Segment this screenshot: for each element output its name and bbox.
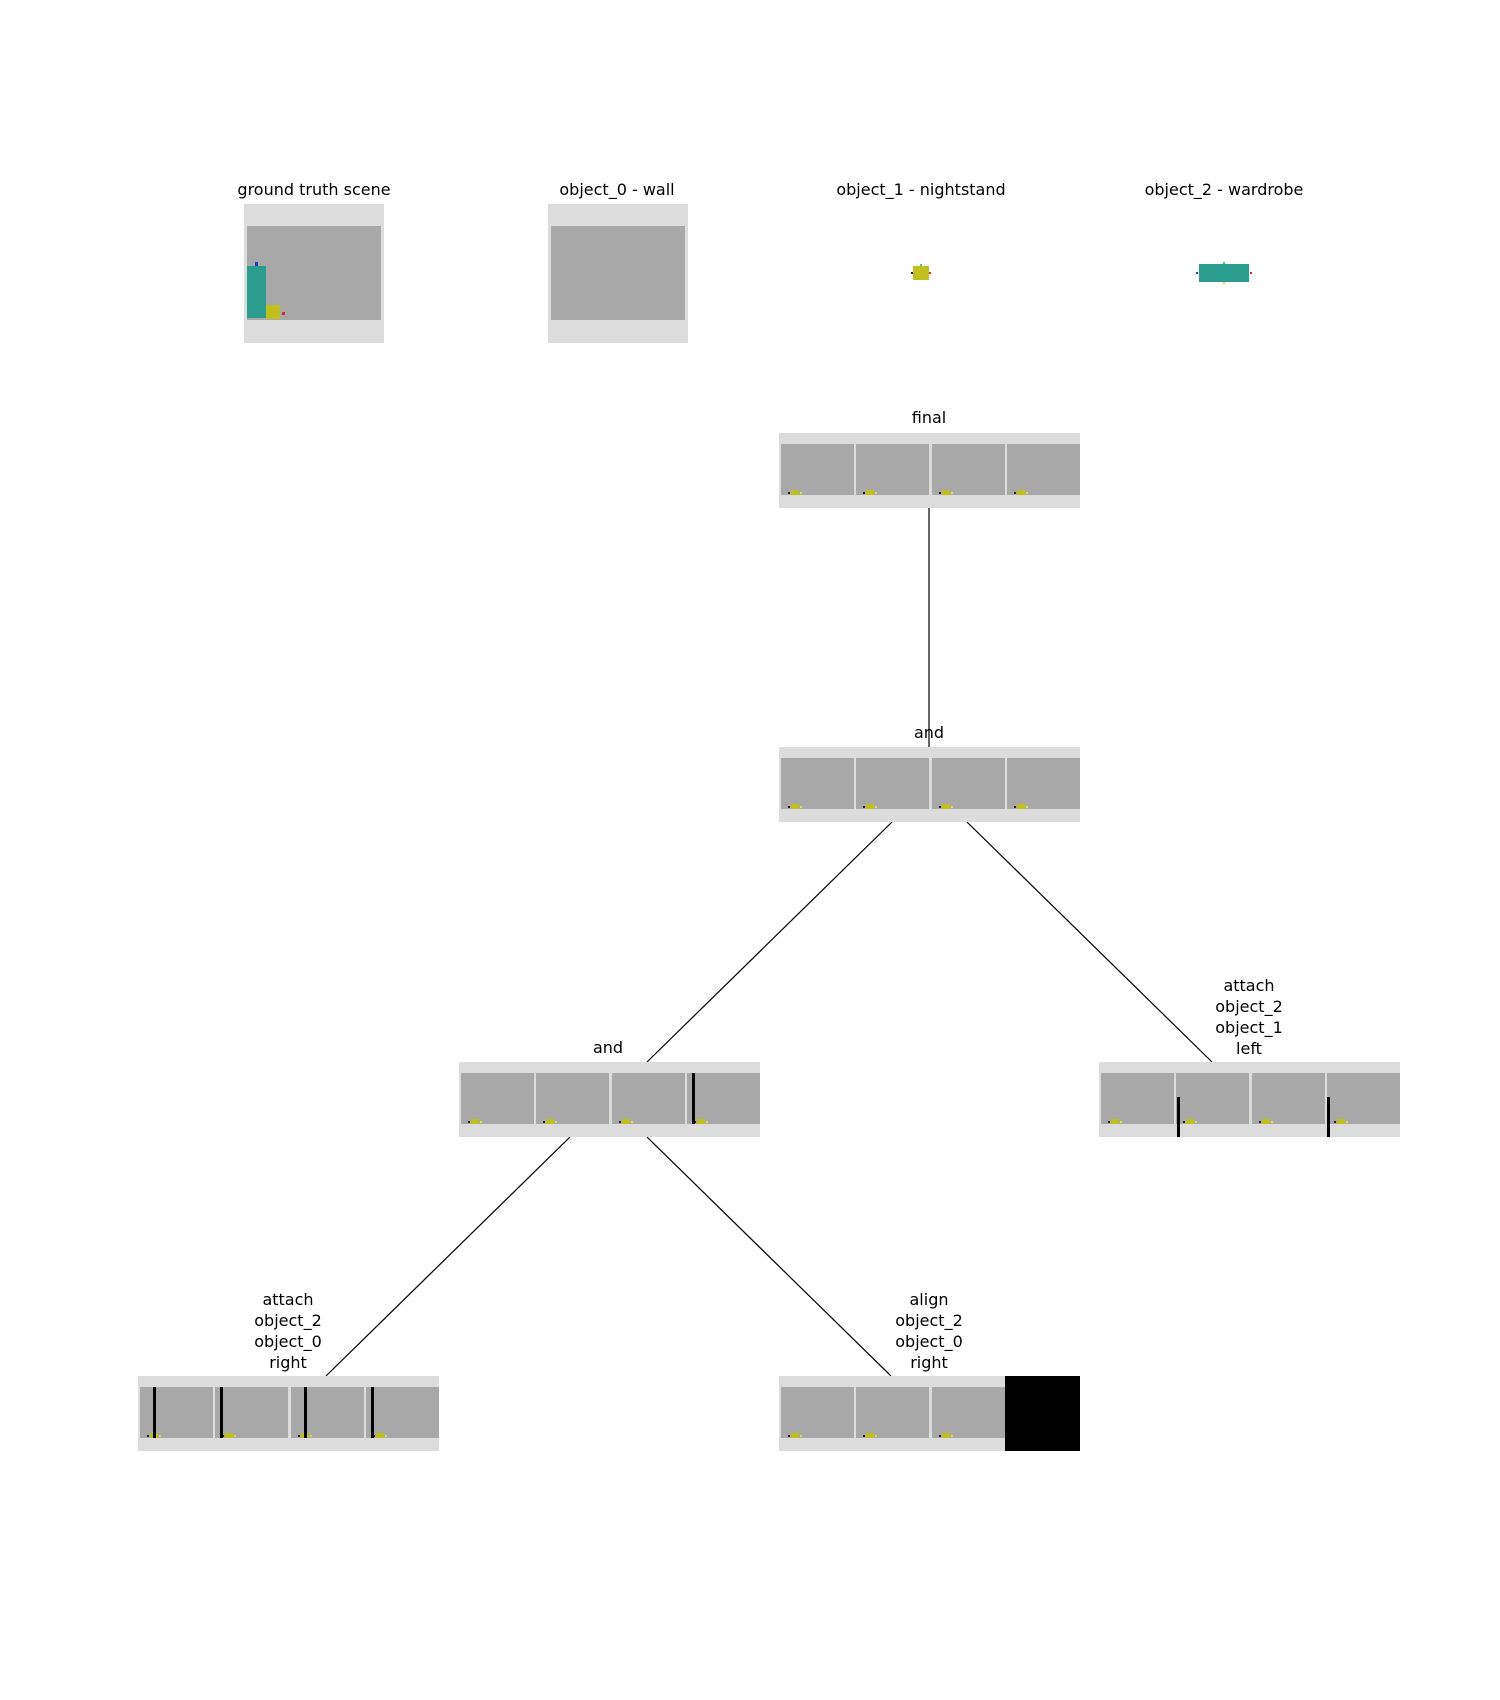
nightstand-marker xyxy=(863,1433,877,1438)
wardrobe-edge-line xyxy=(304,1387,307,1438)
nightstand-marker xyxy=(1014,490,1028,495)
nightstand-marker xyxy=(694,1119,708,1124)
invalid-result-cell xyxy=(1005,1376,1080,1451)
scene-thumbnail xyxy=(856,758,929,809)
attach-right-node-panel xyxy=(1099,1062,1400,1137)
scene-thumbnail xyxy=(612,1073,685,1124)
nightstand-icon xyxy=(911,264,931,280)
align-bottom-node-title: align object_2 object_0 right xyxy=(895,1290,963,1372)
nightstand-marker xyxy=(788,1433,802,1438)
and-left-node-title: and xyxy=(592,1038,624,1057)
nightstand-marker xyxy=(788,490,802,495)
scene-thumbnail xyxy=(687,1073,760,1124)
nightstand-marker xyxy=(939,804,953,809)
scene-thumbnail xyxy=(932,758,1005,809)
scene-thumbnail xyxy=(932,444,1005,495)
nightstand-marker xyxy=(939,1433,953,1438)
nightstand-marker xyxy=(1259,1119,1273,1124)
nightstand-marker xyxy=(373,1433,387,1438)
scene-thumbnail xyxy=(1101,1073,1174,1124)
scene-thumbnail xyxy=(291,1387,364,1438)
scene-thumbnail xyxy=(215,1387,288,1438)
edge-and-andleft xyxy=(646,821,893,1063)
and-left-node-panel xyxy=(459,1062,760,1137)
scene-thumbnail xyxy=(1176,1073,1249,1124)
nightstand-marker xyxy=(1334,1119,1348,1124)
scene-thumbnail xyxy=(932,1387,1005,1438)
scene-thumbnail xyxy=(856,1387,929,1438)
edge-andleft-alignbottom xyxy=(646,1136,892,1377)
object-0-title: object_0 - wall xyxy=(559,180,675,199)
nightstand-marker xyxy=(788,804,802,809)
object-2-title: object_2 - wardrobe xyxy=(1144,180,1304,199)
scene-thumbnail xyxy=(1327,1073,1400,1124)
scene-thumbnail xyxy=(781,758,854,809)
wall-shape xyxy=(551,226,685,320)
and-top-node-panel xyxy=(779,747,1080,822)
nightstand-marker xyxy=(939,490,953,495)
ground-truth-title: ground truth scene xyxy=(237,180,391,199)
object-1-title: object_1 - nightstand xyxy=(836,180,1006,199)
final-node-title: final xyxy=(911,408,947,427)
wardrobe-edge-line xyxy=(1327,1097,1330,1137)
wardrobe-edge-line xyxy=(1177,1097,1180,1137)
align-bottom-node-panel xyxy=(779,1376,1080,1451)
nightstand-shape xyxy=(266,305,280,319)
nightstand-marker xyxy=(222,1433,236,1438)
scene-thumbnail xyxy=(856,444,929,495)
scene-thumbnail xyxy=(781,1387,854,1438)
scene-thumbnail xyxy=(1007,444,1080,495)
edge-andleft-attachbottom xyxy=(325,1136,571,1377)
wardrobe-edge-line xyxy=(220,1387,223,1438)
nightstand-marker xyxy=(863,490,877,495)
nightstand-marker xyxy=(468,1119,482,1124)
axis-marker-red xyxy=(282,312,285,315)
wardrobe-edge-line xyxy=(153,1387,156,1438)
wardrobe-shape xyxy=(247,266,266,318)
final-node-panel xyxy=(779,433,1080,508)
nightstand-marker xyxy=(863,804,877,809)
and-top-node-title: and xyxy=(913,723,945,742)
wardrobe-edge-line xyxy=(692,1073,695,1124)
scene-thumbnail xyxy=(781,444,854,495)
attach-bottom-node-panel xyxy=(138,1376,439,1451)
wardrobe-icon xyxy=(1196,262,1252,284)
ground-truth-panel xyxy=(244,204,384,343)
attach-right-node-title: attach object_2 object_1 left xyxy=(1215,976,1283,1058)
axis-marker-blue xyxy=(255,262,258,266)
nightstand-marker xyxy=(1183,1119,1197,1124)
attach-bottom-node-title: attach object_2 object_0 right xyxy=(254,1290,322,1372)
nightstand-marker xyxy=(619,1119,633,1124)
wall-area xyxy=(247,226,381,320)
nightstand-marker xyxy=(1014,804,1028,809)
scene-thumbnail xyxy=(1007,758,1080,809)
scene-thumbnail xyxy=(536,1073,609,1124)
wardrobe-edge-line xyxy=(371,1387,374,1438)
scene-thumbnail xyxy=(1252,1073,1325,1124)
object-0-panel xyxy=(548,204,688,343)
edge-and-attachright xyxy=(966,821,1213,1063)
nightstand-marker xyxy=(1108,1119,1122,1124)
scene-thumbnail xyxy=(461,1073,534,1124)
scene-thumbnail xyxy=(140,1387,213,1438)
nightstand-marker xyxy=(543,1119,557,1124)
scene-thumbnail xyxy=(366,1387,439,1438)
